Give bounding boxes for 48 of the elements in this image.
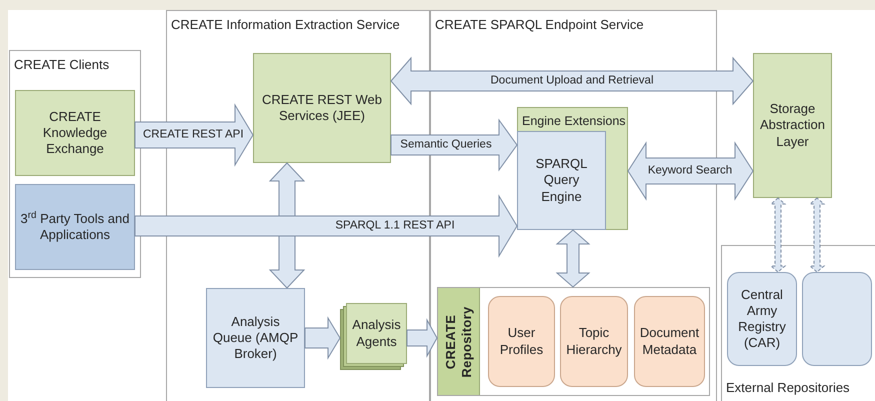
edge-label: Document Upload and Retrieval xyxy=(490,75,654,87)
repository-label: Central Army Registry (CAR) xyxy=(737,286,787,352)
repository-panel xyxy=(437,287,710,396)
store-box xyxy=(560,296,628,387)
component-label: 3$^{rd}$ Party Tools and Applications xyxy=(20,210,130,244)
block-arrow xyxy=(390,118,518,172)
component-label: Engine Extensions xyxy=(522,113,626,130)
component-box xyxy=(15,90,135,176)
component-label: Analysis Agents xyxy=(351,317,402,350)
panel-title: External Repositories xyxy=(726,379,850,397)
block-arrow xyxy=(808,197,826,273)
component-label: Analysis Queue (AMQP Broker) xyxy=(212,314,300,362)
block-arrow xyxy=(134,194,518,258)
store-label: Document Metadata xyxy=(638,325,700,358)
group-panel xyxy=(9,50,141,278)
block-arrow xyxy=(770,197,786,273)
panel-title: CREATE SPARQL Endpoint Service xyxy=(435,16,644,34)
edge-label: Semantic Queries xyxy=(400,139,492,151)
repository-label: CREATE Repository xyxy=(442,304,475,380)
block-arrow xyxy=(390,56,754,106)
component-box xyxy=(206,288,305,388)
component-box xyxy=(517,131,606,230)
block-arrow xyxy=(627,141,754,201)
stacked-box xyxy=(340,303,407,370)
component-label: Storage Abstraction Layer xyxy=(758,101,826,150)
store-box xyxy=(488,296,555,387)
store-label: Topic Hierarchy xyxy=(565,325,623,358)
component-label: CREATE Knowledge Exchange xyxy=(42,108,108,158)
component-box xyxy=(753,53,832,198)
group-panel xyxy=(721,245,875,401)
block-arrow xyxy=(304,316,341,360)
block-arrow xyxy=(556,229,590,288)
extension-box xyxy=(517,107,628,230)
component-label: CREATE REST Web Services (JEE) xyxy=(261,92,383,124)
component-label: SPARQL Query Engine xyxy=(534,156,588,205)
block-arrow xyxy=(134,103,254,167)
component-box xyxy=(15,184,135,270)
component-box xyxy=(253,53,391,163)
panel-title: CREATE Clients xyxy=(14,56,110,74)
block-arrow xyxy=(406,318,438,358)
edge-label: SPARQL 1.1 REST API xyxy=(335,220,455,232)
repository-box xyxy=(727,272,797,366)
repository-box xyxy=(802,272,872,366)
store-label: User Profiles xyxy=(498,325,544,358)
edge-label: CREATE REST API xyxy=(143,129,244,141)
panel-title: CREATE Information Extraction Service xyxy=(171,16,400,34)
edge-label: Keyword Search xyxy=(648,165,732,177)
store-box xyxy=(634,296,705,387)
